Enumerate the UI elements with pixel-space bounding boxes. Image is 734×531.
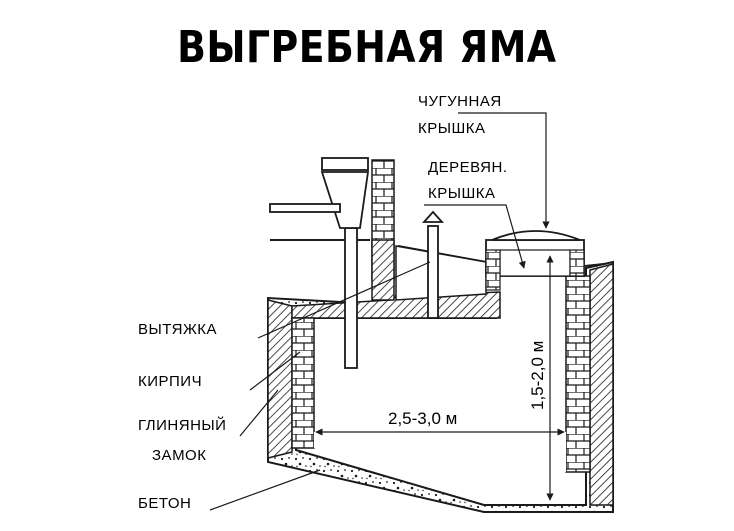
top-slope — [395, 245, 487, 301]
vent-pipe — [344, 227, 358, 369]
brick-pointer — [249, 351, 301, 391]
label-vent: ВЫТЯЖКА — [138, 321, 217, 338]
hatch-column — [371, 239, 395, 301]
brick-wall-right — [565, 275, 591, 473]
label-clay-line2: ЗАМОК — [152, 447, 206, 464]
vent-hood — [320, 171, 370, 229]
small-vent-cap — [421, 210, 445, 223]
small-vent-pipe — [427, 225, 439, 319]
cast-iron-lid-pointer — [458, 112, 550, 229]
brick-wall-left — [291, 317, 315, 449]
clay-lock-right — [589, 263, 614, 506]
hatch-box-inner — [499, 249, 571, 277]
label-cast-iron-lid-line2: КРЫШКА — [418, 120, 486, 137]
cast-iron-lid — [491, 230, 581, 241]
vent-pointer — [257, 261, 431, 339]
concrete-pointer — [209, 469, 321, 511]
label-brick: КИРПИЧ — [138, 373, 202, 390]
label-clay-line1: ГЛИНЯНЫЙ — [138, 416, 226, 434]
pit-bottom — [314, 432, 566, 472]
label-wooden-lid-line2: КРЫШКА — [428, 185, 496, 202]
dimension-width: 2,5-3,0 м — [388, 409, 457, 428]
wooden-lid-pointer — [424, 204, 526, 269]
label-wooden-lid-line1: ДЕРЕВЯН. — [428, 159, 508, 176]
dimension-depth: 1,5-2,0 м — [528, 341, 547, 410]
brick-hatch-left — [485, 249, 501, 291]
label-cast-iron-lid-line1: ЧУГУННАЯ — [418, 93, 502, 110]
clay-lock-left — [267, 299, 293, 459]
vent-cap — [321, 157, 369, 171]
label-concrete: БЕТОН — [138, 495, 191, 512]
clay-pointer — [239, 389, 279, 437]
vent-arm — [269, 203, 341, 213]
diagram-title: ВЫГРЕБНАЯ ЯМА — [177, 21, 556, 72]
brick-hatch-right — [569, 249, 585, 277]
